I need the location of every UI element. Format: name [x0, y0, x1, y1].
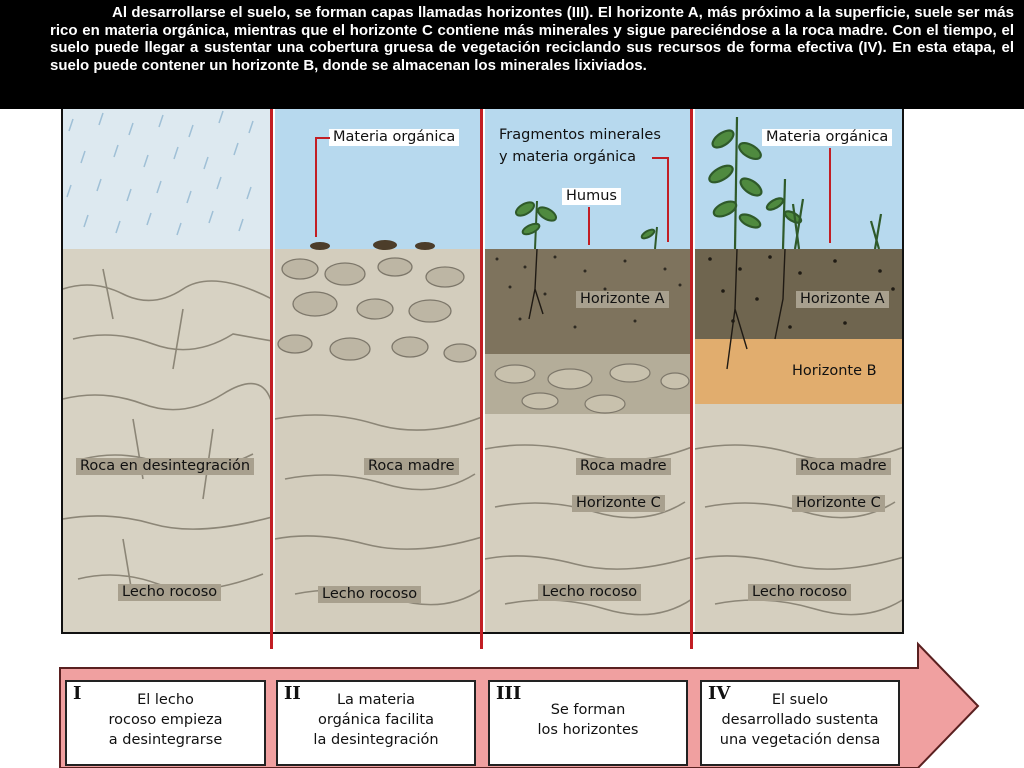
- rock-cracks: [63, 268, 272, 600]
- soil-texture: [485, 249, 692, 616]
- stage-box-3: III Se forman los horizontes: [488, 680, 688, 766]
- label-disintegrating-rock: Roca en desintegración: [76, 458, 255, 475]
- stage-numeral: IV: [708, 683, 731, 704]
- leader-line: [652, 157, 668, 159]
- panel-stage-2: [275, 109, 482, 632]
- stage-box-2: II La materia orgánica facilita la desin…: [276, 680, 476, 766]
- caption-banner: Al desarrollarse el suelo, se forman cap…: [0, 0, 1024, 109]
- label-bedrock: Lecho rocoso: [318, 586, 422, 603]
- stage-box-1: I El lecho rocoso empieza a desintegrars…: [65, 680, 266, 766]
- leader-line: [829, 148, 831, 243]
- stage-box-4: IV El suelo desarrollado sustenta una ve…: [700, 680, 900, 766]
- sprout-icon: [514, 200, 658, 250]
- stage-description: Se forman los horizontes: [537, 702, 639, 738]
- disintegrating-rock-layer: [63, 249, 272, 632]
- leader-line: [316, 137, 330, 139]
- stage-numeral: II: [284, 683, 301, 704]
- label-bedrock: Lecho rocoso: [118, 584, 222, 601]
- label-organic-matter: Materia orgánica: [329, 129, 460, 146]
- stage-numeral: I: [73, 683, 82, 704]
- label-bedrock: Lecho rocoso: [538, 584, 642, 601]
- divider-line: [690, 109, 693, 649]
- label-horizon-b: Horizonte B: [788, 363, 881, 380]
- divider-line: [270, 109, 273, 649]
- panel-stage-1: [63, 109, 272, 632]
- vegetation-icon: [708, 116, 883, 250]
- label-mineral-fragments: Fragmentos minerales: [496, 127, 664, 144]
- label-bedrock: Lecho rocoso: [748, 584, 852, 601]
- divider-line: [480, 109, 483, 649]
- stage-description: La materia orgánica facilita la desinteg…: [313, 692, 439, 748]
- stage-numeral: III: [496, 683, 522, 704]
- leader-line: [315, 137, 317, 237]
- rock-fragments: [275, 257, 482, 606]
- label-organic-matter: Materia orgánica: [762, 129, 893, 146]
- leader-line: [667, 157, 669, 242]
- leader-line: [588, 207, 590, 245]
- label-parent-rock: Roca madre: [576, 458, 671, 475]
- label-horizon-c: Horizonte C: [572, 495, 665, 512]
- rain-sky: [63, 109, 272, 249]
- label-horizon-a: Horizonte A: [796, 291, 889, 308]
- stage-description: El suelo desarrollado sustenta una veget…: [719, 692, 881, 748]
- caption-text: Al desarrollarse el suelo, se forman cap…: [50, 4, 1014, 74]
- label-parent-rock: Roca madre: [364, 458, 459, 475]
- label-horizon-c: Horizonte C: [792, 495, 885, 512]
- label-humus: Humus: [562, 188, 621, 205]
- label-mineral-fragments-cont: y materia orgánica: [496, 149, 640, 166]
- organic-debris: [310, 240, 435, 250]
- stage-description: El lecho rocoso empieza a desintegrarse: [108, 692, 223, 748]
- rain-icon: [66, 110, 254, 236]
- parent-rock-layer: [275, 240, 482, 632]
- label-parent-rock: Roca madre: [796, 458, 891, 475]
- label-horizon-a: Horizonte A: [576, 291, 669, 308]
